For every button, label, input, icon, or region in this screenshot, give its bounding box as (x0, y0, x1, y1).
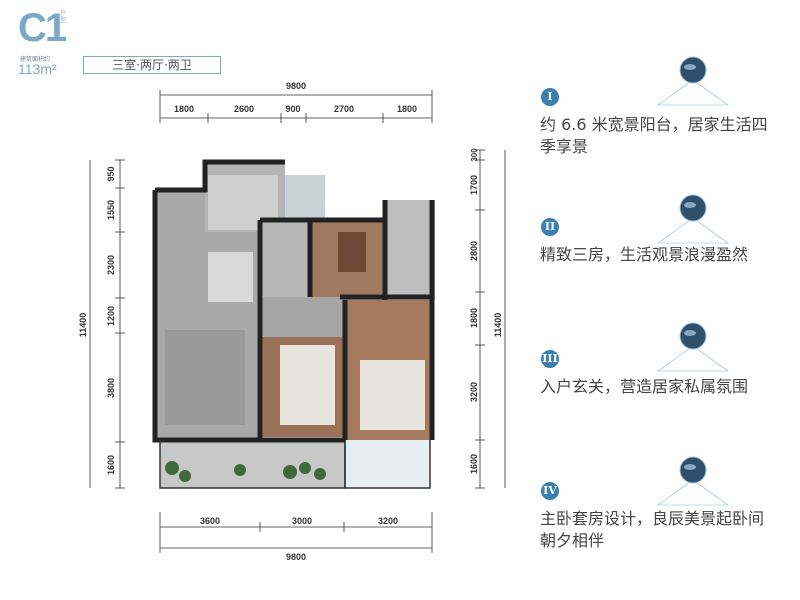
balcony-rail (159, 440, 431, 489)
dim-left-4: 1200 (106, 306, 116, 326)
numeral-1: I (541, 88, 559, 106)
dim-bottom-2: 3000 (292, 516, 312, 526)
dim-left-1: 950 (106, 166, 116, 181)
globe-icon (657, 322, 729, 372)
dim-left-6: 1600 (106, 455, 116, 475)
dim-bottom-3: 3200 (378, 516, 398, 526)
area-value: 113m² (18, 61, 57, 77)
dimension-labels: 9800 1800 2600 900 2700 1800 11400 950 1… (78, 81, 503, 562)
dim-right-6: 1600 (469, 454, 479, 474)
dim-bottom-1: 3600 (200, 516, 220, 526)
globe-icon (657, 456, 729, 506)
dim-right-1: 300 (470, 148, 479, 162)
dimension-lines (89, 90, 506, 553)
numeral-3: III (541, 350, 559, 368)
dim-top-4: 2700 (334, 104, 354, 114)
plan-body (155, 162, 435, 488)
dim-left-2: 1550 (106, 200, 116, 220)
feature-2-text: 精致三房，生活观景浪漫盈然 (540, 245, 749, 264)
walls (152, 159, 435, 443)
globe-icon (657, 194, 729, 244)
dim-top-2: 2600 (234, 104, 254, 114)
dim-bottom-total: 9800 (286, 552, 306, 562)
feature-4-text: 主卧套房设计，良辰美景起卧间朝夕相伴 (540, 509, 765, 550)
room-layout-badge: 三室·两厅·两卫 (83, 56, 221, 74)
dim-top-1: 1800 (174, 104, 194, 114)
globe-icon (657, 56, 729, 106)
dim-left-5: 3800 (106, 378, 116, 398)
unit-code: C1 (18, 6, 67, 50)
feature-1-text: 约 6.6 米宽景阳台，居家生活四季享景 (540, 115, 768, 156)
dim-top-total: 9800 (286, 81, 306, 91)
dim-right-2: 1700 (469, 175, 479, 195)
dim-right-4: 1800 (469, 308, 479, 328)
dim-left-3: 2300 (106, 255, 116, 275)
numeral-2: II (541, 218, 559, 236)
area-label: 建筑面积约 (20, 56, 51, 63)
globe-icons (657, 56, 729, 506)
dim-top-3: 900 (285, 104, 300, 114)
dim-left-total: 11400 (78, 313, 88, 338)
dim-right-3: 2800 (469, 241, 479, 261)
dim-right-total: 11400 (493, 313, 503, 338)
feature-3-text: 入户玄关，营造居家私属氛围 (540, 377, 749, 396)
dim-top-5: 1800 (397, 104, 417, 114)
dim-right-5: 3200 (469, 382, 479, 402)
numeral-4: IV (541, 482, 559, 500)
unit-type-label: 户型 (60, 10, 67, 24)
